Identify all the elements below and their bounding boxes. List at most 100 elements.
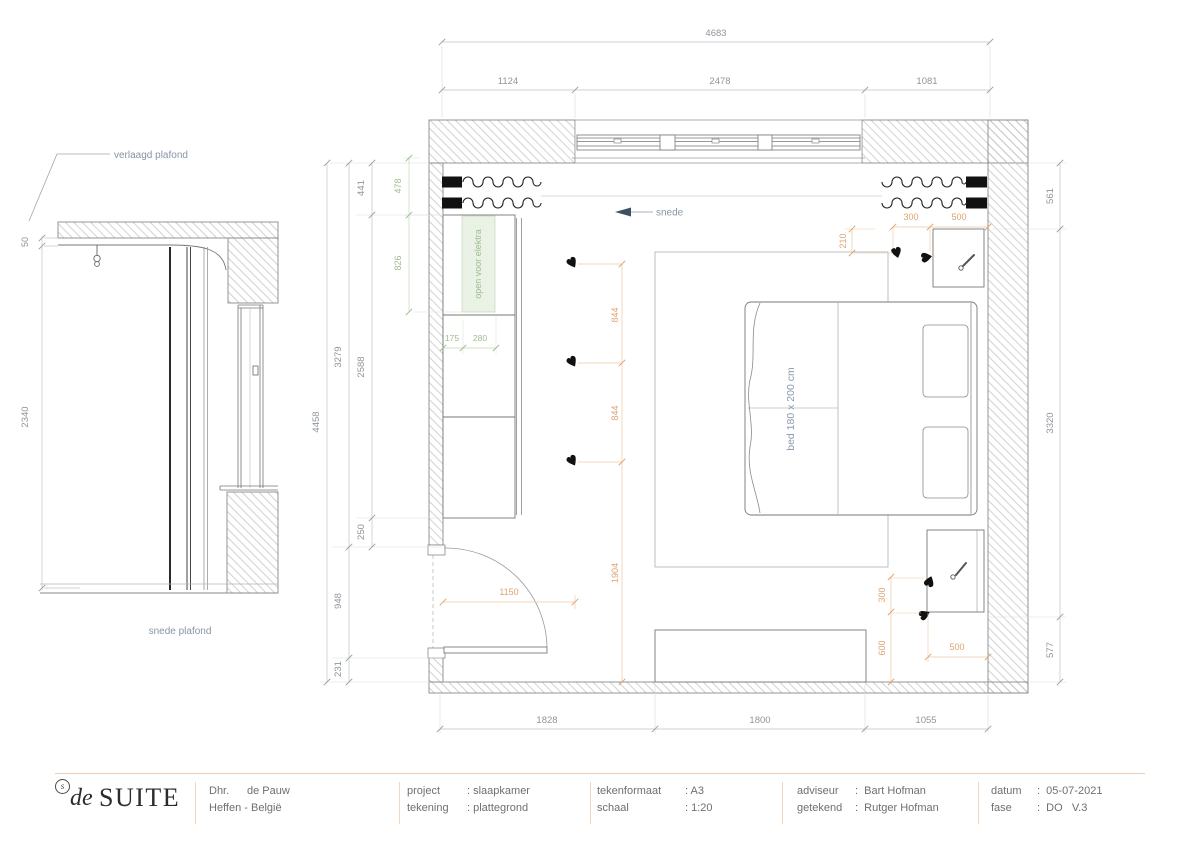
curtain-wave-icon <box>462 176 542 188</box>
drafter-value: : Rutger Hofman <box>855 802 939 814</box>
people-info: adviseur : Bart Hofman getekend: Rutger … <box>797 783 939 817</box>
dim-1150: 1150 <box>499 587 518 597</box>
dim-2478: 2478 <box>709 76 730 87</box>
format-info: tekenformaat : A3 schaal : 1:20 <box>597 783 713 817</box>
door-leaf <box>443 646 548 654</box>
dim-2340: 2340 <box>20 406 31 427</box>
dim-1081: 1081 <box>916 76 937 87</box>
dim-441: 441 <box>356 180 367 196</box>
project-value: : slaapkamer <box>467 785 530 797</box>
project-info: project : slaapkamer tekening : plattegron… <box>407 783 530 817</box>
dim-1800: 1800 <box>749 715 770 726</box>
format-value: : A3 <box>685 785 704 797</box>
dim-300-bottom: 300 <box>877 587 887 602</box>
window-handle-icon <box>252 365 259 376</box>
dim-826: 826 <box>393 255 403 270</box>
wardrobe <box>442 214 522 519</box>
dim-4683: 4683 <box>705 28 726 39</box>
section-window <box>219 304 278 491</box>
brand-name: SUITE <box>99 783 181 812</box>
brand-prefix: de <box>70 785 93 811</box>
dim-280: 280 <box>473 333 487 343</box>
dim-1904: 1904 <box>610 563 620 583</box>
curtain-stack-icon <box>966 176 987 188</box>
dim-4458: 4458 <box>311 411 322 432</box>
date-value: : 05-07-2021 <box>1037 785 1103 797</box>
dim-948: 948 <box>333 593 344 609</box>
project-label: project <box>407 785 441 797</box>
right-wall <box>987 119 1029 694</box>
curtain-wave-icon <box>881 176 967 188</box>
scale-value: : 1:20 <box>685 802 713 814</box>
drawing-value: : plattegrond <box>467 802 529 814</box>
dim-844-a: 844 <box>610 307 620 322</box>
bench <box>654 629 867 683</box>
door-jamb-bottom <box>427 647 446 659</box>
section-ceiling-band <box>57 221 279 239</box>
format-label: tekenformaat <box>597 785 662 797</box>
snede-label: snede <box>656 208 684 219</box>
dim-231: 231 <box>333 661 344 677</box>
dims-orange <box>439 223 992 686</box>
left-wall-lower <box>428 657 444 683</box>
dims-top <box>438 38 994 118</box>
nightstand-top <box>932 228 985 288</box>
brand-emblem-icon: s <box>55 779 70 794</box>
dim-250: 250 <box>356 524 367 540</box>
phase-label: fase <box>991 802 1012 814</box>
client-location: Heffen - België <box>209 802 282 814</box>
bottom-wall <box>428 681 1029 694</box>
spot-light-icon <box>565 453 580 468</box>
scale-label: schaal <box>597 802 629 814</box>
title-block-separator <box>782 782 783 824</box>
ceiling-section: verlaagd plafond snede plafond 50 2340 <box>20 150 279 637</box>
dim-500-bottom: 500 <box>949 642 964 652</box>
client-name: de Pauw <box>247 785 290 797</box>
spot-light-icon <box>565 255 580 270</box>
dim-1124: 1124 <box>498 76 518 87</box>
curtain-hook-icon <box>93 245 101 267</box>
title-block-separator <box>590 782 591 824</box>
title-block-separator <box>399 782 400 824</box>
drawing-label: tekening <box>407 802 449 814</box>
pillow <box>922 324 969 398</box>
section-arrow-icon <box>615 207 631 217</box>
table-lamp-icon <box>962 254 975 267</box>
section-curtains <box>169 247 208 590</box>
curtain-stack-icon <box>966 197 987 209</box>
plan-walls <box>428 119 1029 694</box>
duvet-edge <box>748 302 761 514</box>
table-lamp-icon <box>955 562 967 576</box>
dim-175: 175 <box>445 333 459 343</box>
entry-door <box>427 544 548 659</box>
drafter-label: getekend <box>797 802 843 814</box>
bed-label: bed 180 x 200 cm <box>785 367 797 451</box>
bed: bed 180 x 200 cm <box>744 301 978 516</box>
ceiling-leader-line <box>28 153 110 222</box>
dims-right <box>988 159 1066 686</box>
dim-3320: 3320 <box>1045 412 1056 433</box>
dim-600-bottom: 600 <box>877 640 887 655</box>
pillow <box>922 426 969 499</box>
advisor-label: adviseur <box>797 785 845 797</box>
curtain-stack-icon <box>442 176 462 188</box>
dim-1055: 1055 <box>915 715 936 726</box>
title-block-separator <box>978 782 979 824</box>
left-wall-upper <box>428 162 444 546</box>
top-wall-left <box>428 119 576 164</box>
client-info: Dhr.de Pauw Heffen - België <box>209 783 290 817</box>
curtain-stack-icon <box>442 197 462 209</box>
dim-50: 50 <box>20 237 30 247</box>
section-dims <box>38 234 80 592</box>
title-block-rule <box>55 773 1145 774</box>
curtain-wave-icon <box>881 197 967 209</box>
verlaagd-plafond-label: verlaagd plafond <box>114 150 188 161</box>
dim-3279: 3279 <box>333 346 344 367</box>
section-cove-curve <box>169 244 227 271</box>
dim-300-top: 300 <box>903 212 918 222</box>
dim-2588: 2588 <box>356 356 367 377</box>
spot-light-icon <box>920 251 933 263</box>
dims-bottom <box>436 684 992 734</box>
